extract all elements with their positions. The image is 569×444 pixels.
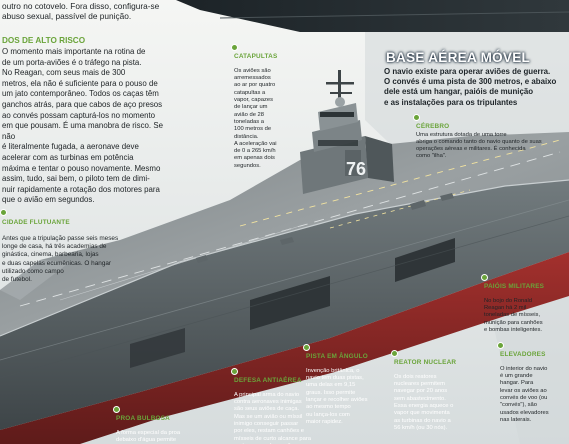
- callout-text: Uma estrutura dotada de uma torre abriga…: [416, 131, 542, 160]
- callout-label: CÉREBRO: [416, 123, 450, 131]
- marker-dot: [231, 368, 238, 375]
- flight-deck: [0, 132, 569, 336]
- callout-cidade-flutuante: CIDADE FLUTUANTE Antes que a tripulação …: [2, 211, 122, 284]
- section-title: DOS DE ALTO RISCO: [2, 36, 86, 45]
- callout-label: PROA BULBOSA: [116, 415, 170, 423]
- callout-label: PAIÓIS MILITARES: [484, 283, 545, 291]
- callout-label: ELEVADORES: [500, 351, 546, 359]
- callout-label: CATAPULTAS: [234, 53, 278, 61]
- callout-catapultas: CATAPULTAS Os aviões são arremessados ao…: [234, 46, 304, 170]
- callout-label: DEFESA ANTIAÉREA: [234, 377, 302, 385]
- callout-label: CIDADE FLUTUANTE: [2, 219, 70, 227]
- callout-pista-em-angulo: PISTA EM ÂNGULO Invenção britânica, o na…: [306, 346, 386, 426]
- marker-dot: [481, 274, 488, 281]
- upper-deck-photo: [176, 0, 569, 32]
- hull-waterline: [0, 252, 569, 444]
- intro-paragraph: outro no cotovelo. Fora disso, configura…: [2, 1, 160, 22]
- marker-dot: [497, 342, 504, 349]
- marker-dot: [413, 114, 420, 121]
- callout-text: O interior do navio é um grande hangar. …: [500, 365, 549, 423]
- callout-elevadores: ELEVADORES O interior do navio é um gran…: [500, 344, 568, 424]
- callout-text: No bojo do Ronald Reagan há 2 mil tonela…: [484, 297, 543, 334]
- main-subtitle: O navio existe para operar aviões de gue…: [384, 67, 557, 107]
- callout-label: PISTA EM ÂNGULO: [306, 353, 368, 361]
- callout-cerebro: CÉREBRO Uma estrutura dotada de uma torr…: [416, 116, 568, 161]
- main-headline: BASE AÉREA MÓVEL: [386, 50, 531, 65]
- callout-text: Invenção britânica, o navio tem duas pis…: [306, 367, 368, 425]
- callout-proa-bulbosa: PROA BULBOSA A forma especial da proa de…: [116, 408, 220, 444]
- callout-reator-nuclear: REATOR NUCLEAR Os dois reatores nucleare…: [394, 352, 480, 432]
- marker-dot: [231, 44, 238, 51]
- callout-label: REATOR NUCLEAR: [394, 359, 457, 367]
- callout-text: Os aviões são arremessados ao ar por qua…: [234, 67, 277, 169]
- aircraft-on-deck: [196, 193, 454, 263]
- callout-text: Os dois reatores nucleares permitem nave…: [394, 373, 454, 431]
- callout-defesa-antiaerea: DEFESA ANTIAÉREA A principal arma do nav…: [234, 370, 320, 444]
- callout-text: A principal arma do navio contra aeronav…: [234, 391, 312, 444]
- callout-text: Antes que a tripulação passe seis meses …: [2, 235, 119, 283]
- hull-number: 76: [346, 159, 366, 179]
- marker-dot: [303, 344, 310, 351]
- island-tower: 76: [300, 70, 394, 194]
- marker-dot: [113, 406, 120, 413]
- marker-dot: [0, 209, 7, 216]
- risk-paragraph: O momento mais importante na rotina de d…: [2, 47, 163, 205]
- callout-paiois-militares: PAIÓIS MILITARES No bojo do Ronald Reaga…: [484, 276, 566, 334]
- marker-dot: [391, 350, 398, 357]
- callout-text: A forma especial da proa debaixo d'água …: [116, 429, 181, 444]
